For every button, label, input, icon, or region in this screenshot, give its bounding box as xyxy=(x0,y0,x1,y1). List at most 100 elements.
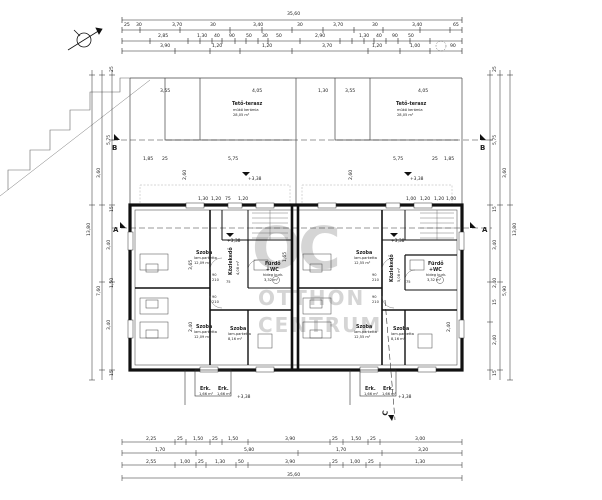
dim-top-r2-2: 40 xyxy=(214,33,220,39)
dim-left-6: 7,60 xyxy=(96,286,102,296)
unit1-room2-name: Szoba xyxy=(196,324,212,330)
right-dimension-chains xyxy=(487,70,513,381)
balcony-labels: Erk. 1,66 m² Erk. 1,66 m² Erk. 1,66 m² E… xyxy=(199,386,397,396)
dim-inner-23: 1,20 xyxy=(434,196,444,202)
balcony-4-area: 1,66 m² xyxy=(382,392,397,396)
dim-inner-8: 5,75 xyxy=(393,156,403,162)
unit2-room2-sub: lam.parketta xyxy=(354,330,377,334)
section-b-label-left: B xyxy=(112,144,117,152)
dim-top-r3-1: 1,20 xyxy=(212,43,222,49)
dim-top-r1-8: 3,40 xyxy=(412,22,422,28)
door-ann-9: 75 xyxy=(406,280,411,284)
reference-circle xyxy=(435,40,447,52)
terrace-1-area: 28,05 m² xyxy=(233,113,250,117)
dim-bot-r3-6: 25 xyxy=(332,459,338,465)
dim-inner-25: 1,00 xyxy=(446,196,456,202)
unit1-room1-area: 12,09 m² xyxy=(194,261,211,265)
dim-right-9: 2,40 xyxy=(492,335,498,345)
dim-left-7: 1,50 xyxy=(109,278,115,288)
dim-right-6: 5,90 xyxy=(502,286,508,296)
terrace-1-name: Tető-terasz xyxy=(232,101,262,107)
dim-inner-13: 1,30 xyxy=(198,196,208,202)
dim-right-5: 3,40 xyxy=(492,240,498,250)
top-dimension-ticks xyxy=(121,17,463,54)
dim-top-r2-6: 50 xyxy=(276,33,282,39)
dim-inner-24: 1,00 xyxy=(406,196,416,202)
dim-inner-2: 1,30 xyxy=(318,88,328,94)
terrace-2-area: 28,05 m² xyxy=(397,113,414,117)
dim-right-1: 5,75 xyxy=(492,135,498,145)
dim-bot-r1-6: 25 xyxy=(332,436,338,442)
dim-bot-r3-8: 25 xyxy=(368,459,374,465)
left-dimension-chains xyxy=(89,70,115,381)
unit-2-labels: Szoba lam.parketta 12,55 m² Szoba lam.pa… xyxy=(354,250,446,341)
dim-bot-r3-5: 3,90 xyxy=(285,459,295,465)
terrace-1-sub: mūkö kerámia xyxy=(233,108,259,112)
level-marker-icon xyxy=(226,233,234,237)
unit2-room3-area: 8,16 m² xyxy=(391,337,406,341)
unit1-room2-area: 12,09 m² xyxy=(194,335,211,339)
level-entry-left: +3,38 xyxy=(237,394,251,400)
balcony-1-area: 1,66 m² xyxy=(199,392,214,396)
balcony-3-area: 1,66 m² xyxy=(217,392,232,396)
unit2-room2-name: Szoba xyxy=(356,324,372,330)
dim-top-r2-11: 50 xyxy=(408,33,414,39)
level-lower-right: +3,38 xyxy=(391,238,405,244)
dim-bot-r1-8: 25 xyxy=(370,436,376,442)
dim-top-r3-4: 1,20 xyxy=(372,43,382,49)
section-c-label: C xyxy=(381,410,390,416)
section-c-line: C xyxy=(381,299,396,421)
unit2-room2-area: 12,55 m² xyxy=(354,335,371,339)
unit-1-labels: Szoba lam.parketta 12,09 m² Szoba lam.pa… xyxy=(194,247,283,341)
dim-left-2: 3,60 xyxy=(96,168,102,178)
dim-inner-22: 1,20 xyxy=(420,196,430,202)
level-entry-right: +3,38 xyxy=(398,394,412,400)
dim-top-r3-0: 3,90 xyxy=(160,43,170,49)
dim-bot-r1-1: 25 xyxy=(177,436,183,442)
roof-outline xyxy=(129,77,463,205)
door-ann-7: 210 xyxy=(372,300,380,304)
dim-inner-11: 2,60 xyxy=(182,170,188,180)
dim-left-9: 15 xyxy=(109,370,115,376)
dim-inner-14: 1,20 xyxy=(211,196,221,202)
dim-right-2: 3,60 xyxy=(502,168,508,178)
dim-inner-29: 2,40 xyxy=(446,322,452,332)
balcony-3-name: Erk. xyxy=(218,386,229,392)
dim-bot-r3-0: 2,55 xyxy=(146,459,156,465)
staircase-left xyxy=(252,210,288,240)
watermark-line2: CENTRUM xyxy=(258,313,382,337)
balcony-2-area: 1,66 m² xyxy=(364,392,379,396)
dim-bot-r3-7: 1,00 xyxy=(350,459,360,465)
dim-bot-r1-5: 3,90 xyxy=(285,436,295,442)
top-dimension-labels: 35,60 25 30 3,70 30 3,40 30 3,70 30 3,40… xyxy=(124,11,459,49)
dim-left-5: 3,40 xyxy=(106,240,112,250)
dim-inner-26: 3,65 xyxy=(188,260,194,270)
site-diagonal xyxy=(0,79,151,197)
dim-bot-r1-9: 3,00 xyxy=(415,436,425,442)
unit2-corridor-name: Közlekedő xyxy=(389,254,395,282)
dim-right-8: 15 xyxy=(492,299,498,305)
dim-top-r1-3: 30 xyxy=(210,22,216,28)
dim-top-r2-7: 2,90 xyxy=(315,33,325,39)
door-annotations: 90 210 90 210 90 210 90 210 75 75 xyxy=(212,273,411,304)
unit2-room1-name: Szoba xyxy=(356,250,372,256)
balconies xyxy=(184,369,397,405)
bottom-dimension-labels: 2,25 25 1,50 25 1,50 3,90 25 1,50 25 3,0… xyxy=(146,436,428,478)
door-swings xyxy=(209,257,416,309)
unit1-bath-name2: +WC xyxy=(266,267,279,273)
dim-inner-10: 1,85 xyxy=(444,156,454,162)
dim-top-r1-1: 30 xyxy=(136,22,142,28)
left-dimension-labels: 25 5,75 3,60 13,80 15 3,40 7,60 1,50 3,4… xyxy=(86,66,115,376)
bottom-dimension-chains xyxy=(121,439,463,481)
level-marker-icon xyxy=(390,233,398,237)
dim-left-3: 13,80 xyxy=(86,223,92,236)
dim-bot-r2-0: 1,70 xyxy=(155,447,165,453)
level-upper-left: +3,38 xyxy=(248,176,262,182)
dim-top-r2-0: 2,85 xyxy=(158,33,168,39)
inner-dimension-labels: 3,55 4,05 1,30 3,55 4,05 1,85 25 5,75 5,… xyxy=(143,88,454,162)
unit1-corridor-name: Közlekedő xyxy=(228,247,234,275)
dim-inner-1: 4,05 xyxy=(252,88,262,94)
balcony-2-name: Erk. xyxy=(365,386,376,392)
door-ann-5: 210 xyxy=(372,278,380,282)
unit1-bath-sub: hideg burk. xyxy=(263,273,283,277)
